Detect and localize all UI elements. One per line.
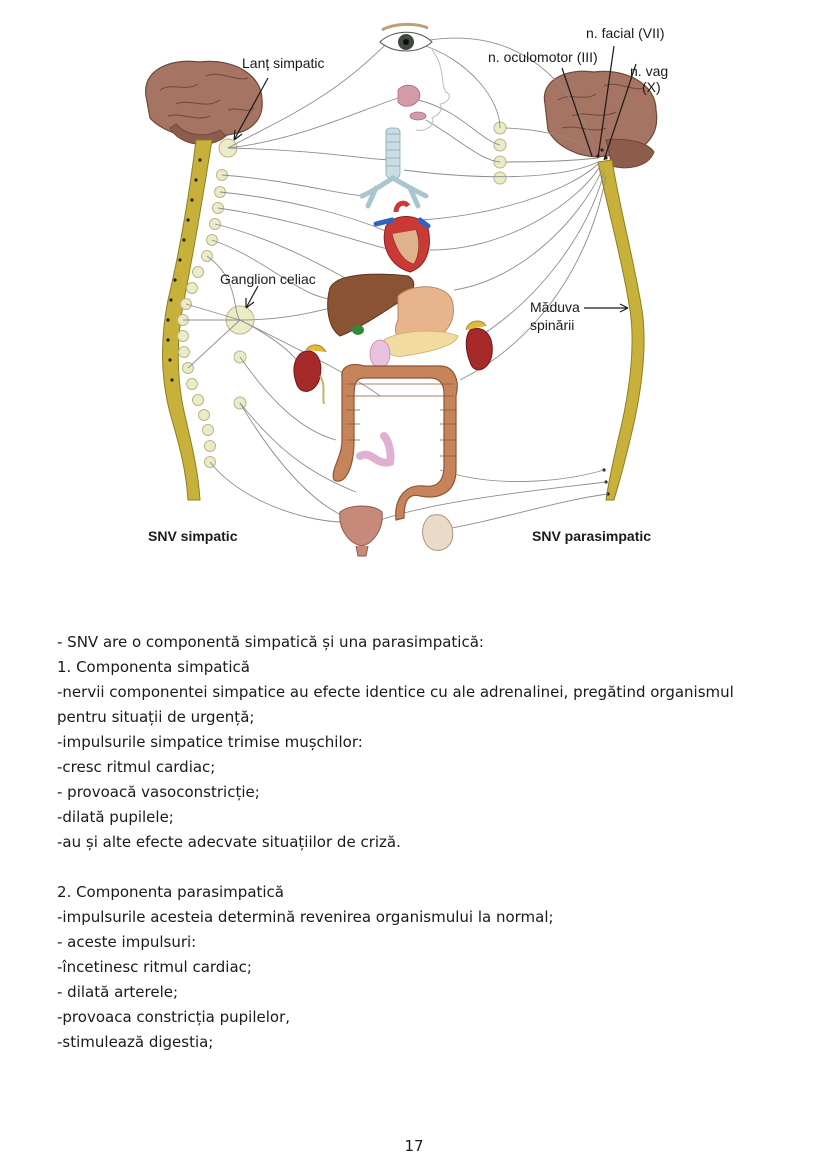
label-snv-simpatic: SNV simpatic — [148, 528, 238, 544]
autonomic-nervous-system-diagram: Lanț simpatic n. facial (VII) n. oculomo… — [145, 22, 668, 557]
body-text: - SNV are o componentă simpatică și una … — [57, 630, 777, 1055]
text-line: -impulsurile simpatice trimise mușchilor… — [57, 733, 363, 751]
text-line: -cresc ritmul cardiac; — [57, 758, 216, 776]
lungs-trachea — [359, 127, 429, 209]
label-arrows — [233, 45, 637, 313]
left-brain — [145, 60, 263, 145]
parasympathetic-ganglia — [493, 121, 507, 185]
label-n-vag: n. vag — [630, 63, 668, 79]
text-line: pentru situații de urgență; — [57, 708, 255, 726]
text-line: -provoaca constricția pupilelor, — [57, 1008, 291, 1026]
label-lant-simpatic: Lanț simpatic — [242, 55, 324, 71]
label-n-oculomotor: n. oculomotor (III) — [488, 49, 598, 65]
text-line: - dilată arterele; — [57, 983, 179, 1001]
pancreas — [369, 330, 459, 369]
intestines — [332, 363, 458, 521]
text-line: - aceste impulsuri: — [57, 933, 197, 951]
text-line: -nervii componentei simpatice au efecte … — [57, 683, 734, 701]
sympathetic-chain — [177, 138, 255, 468]
eye — [379, 22, 433, 52]
bladder-genitals — [339, 505, 454, 557]
label-n-facial: n. facial (VII) — [586, 25, 665, 41]
text-line: - provoacă vasoconstricție; — [57, 783, 260, 801]
salivary-glands — [397, 84, 427, 121]
right-spinal-cord — [597, 159, 645, 501]
left-spinal-roots — [166, 158, 202, 382]
label-maduva: Măduva — [530, 299, 580, 315]
heart — [373, 200, 431, 273]
text-line: - SNV are o componentă simpatică și una … — [57, 633, 484, 651]
nerve-lines — [183, 37, 609, 531]
text-line: -încetinesc ritmul cardiac; — [57, 958, 252, 976]
page-number: 17 — [404, 1137, 424, 1155]
text-line: -au și alte efecte adecvate situațiilor … — [57, 833, 401, 851]
label-spinarii: spinării — [530, 317, 574, 333]
text-line: -dilată pupilele; — [57, 808, 174, 826]
text-line-blank — [57, 855, 777, 880]
text-line: -impulsurile acesteia determină revenire… — [57, 908, 554, 926]
text-line: 2. Componenta parasimpatică — [57, 883, 284, 901]
liver — [327, 273, 415, 337]
label-snv-parasimpatic: SNV parasimpatic — [532, 528, 651, 544]
text-line: -stimulează digestia; — [57, 1033, 214, 1051]
label-ganglion-celiac: Ganglion celiac — [220, 271, 316, 287]
text-line: 1. Componenta simpatică — [57, 658, 250, 676]
label-n-vag-number: (X) — [642, 79, 661, 95]
face-outline — [415, 49, 450, 131]
right-brain — [543, 70, 658, 169]
kidneys-adrenals — [293, 320, 493, 405]
